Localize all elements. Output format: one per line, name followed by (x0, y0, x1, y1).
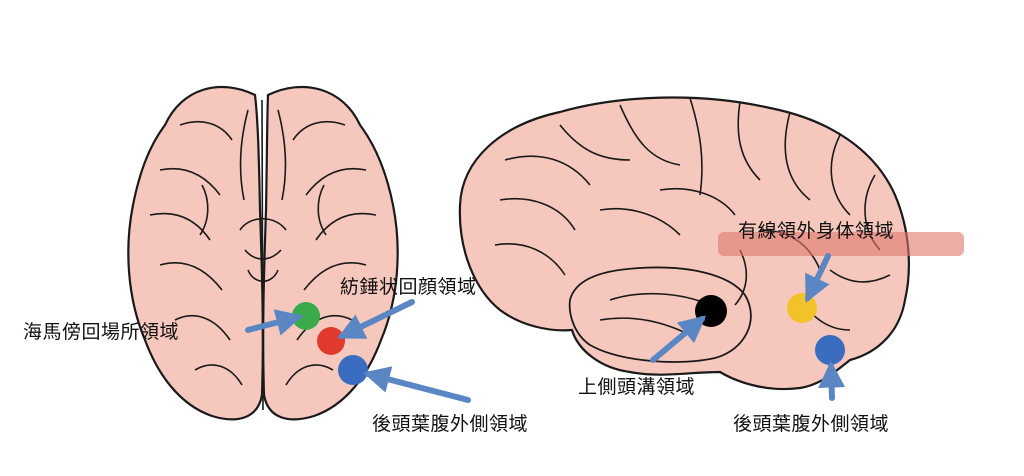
arrow-lateral-occipital-right (818, 360, 846, 401)
arrow-lateral-occipital-left (362, 366, 471, 403)
extrastriate-body-marker (787, 293, 817, 323)
label-fusiform-face-area: 紡錘状回顔領域 (340, 276, 477, 298)
pointer-arrows (245, 253, 846, 403)
label-lateral-occipital-complex-left: 後頭葉腹外側領域 (372, 413, 529, 435)
label-lateral-occipital-complex-right: 後頭葉腹外側領域 (733, 413, 890, 435)
label-extrastriate-body-area: 有線領外身体領域 (738, 220, 895, 242)
lateral-occipital-right-marker (815, 335, 845, 365)
arrow-parahippocampal (245, 309, 304, 336)
fusiform-face-marker (317, 327, 345, 355)
arrow-fusiform-face (337, 299, 415, 339)
label-parahippocampal-place-area: 海馬傍回場所領域 (23, 321, 180, 343)
arrow-superior-temporal-sulcus (650, 315, 707, 363)
lateral-occipital-left-marker (338, 355, 368, 385)
arrow-extrastriate-body (805, 253, 831, 303)
label-superior-temporal-sulcus: 上側頭溝領域 (578, 376, 696, 398)
extrastriate-highlight-band (718, 232, 964, 256)
